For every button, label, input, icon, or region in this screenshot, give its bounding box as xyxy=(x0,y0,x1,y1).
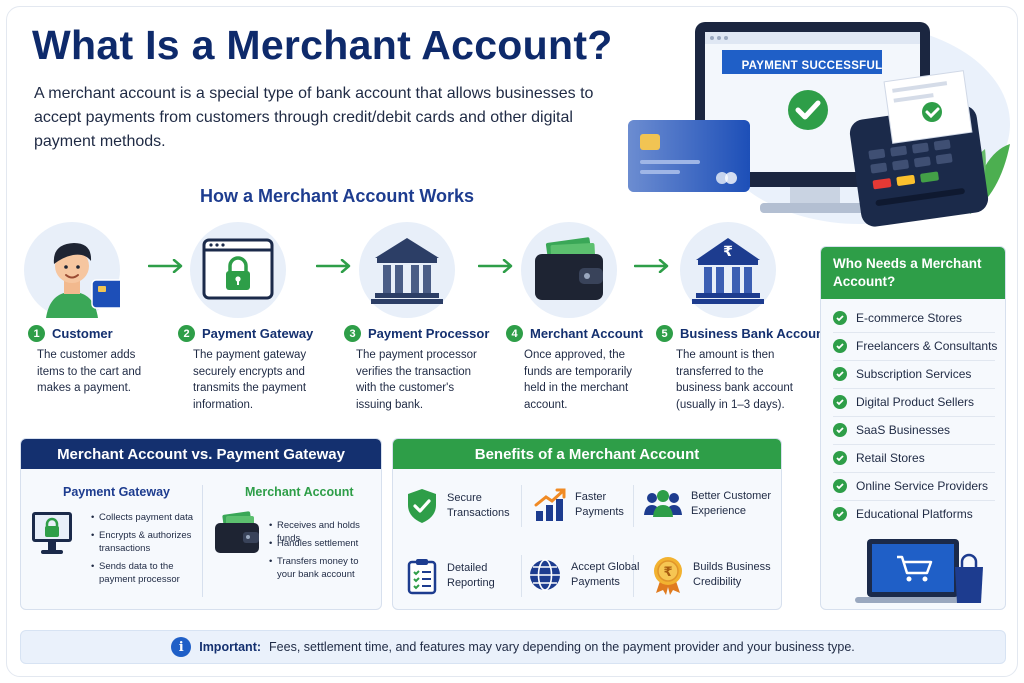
globe-icon xyxy=(530,559,560,591)
gateway-point-1: Collects payment data xyxy=(91,511,209,524)
who-item: Online Service Providers xyxy=(833,479,988,493)
merchant-point-3: Transfers money to your bank account xyxy=(269,555,377,581)
comparison-card: Merchant Account vs. Payment Gateway Pay… xyxy=(20,438,382,610)
benefit-global: Accept Global Payments xyxy=(527,557,647,593)
who-item: SaaS Businesses xyxy=(833,423,950,437)
step-1-heading: 1 Customer xyxy=(28,325,113,342)
check-icon xyxy=(833,311,847,325)
step-4-description: Once approved, the funds are temporarily… xyxy=(524,349,633,411)
benefit-divider xyxy=(521,485,522,527)
step-4-heading: 4 Merchant Account xyxy=(506,325,643,342)
who-item: Subscription Services xyxy=(833,367,971,381)
step-3-heading: 3 Payment Processor xyxy=(344,325,489,342)
step-title: Customer xyxy=(52,326,113,341)
step-number: 3 xyxy=(344,325,361,342)
note-label: Important: xyxy=(199,640,262,654)
step-2-description: The payment gateway securely encrypts an… xyxy=(193,349,307,411)
step-number: 5 xyxy=(656,325,673,342)
step-2-heading: 2 Payment Gateway xyxy=(178,325,313,342)
who-divider xyxy=(833,472,995,473)
benefit-reporting: Detailed Reporting xyxy=(405,557,517,595)
page-title: What Is a Merchant Account? xyxy=(32,22,613,68)
who-divider xyxy=(833,388,995,389)
who-divider xyxy=(833,444,995,445)
people-icon xyxy=(644,490,682,517)
note-text: Fees, settlement time, and features may … xyxy=(269,640,855,654)
step-number: 1 xyxy=(28,325,45,342)
who-divider xyxy=(833,360,995,361)
how-it-works-title: How a Merchant Account Works xyxy=(200,186,475,206)
svg-text:₹: ₹ xyxy=(663,565,672,580)
flow-arrow-2 xyxy=(316,259,351,273)
flow-arrow-1 xyxy=(148,259,183,273)
svg-text:₹: ₹ xyxy=(723,244,733,260)
who-divider xyxy=(833,332,995,333)
important-note: i Important: Fees, settlement time, and … xyxy=(20,630,1006,664)
step-number: 2 xyxy=(178,325,195,342)
benefit-customer-experience: Better Customer Experience xyxy=(643,487,783,521)
check-icon xyxy=(833,367,847,381)
check-icon xyxy=(833,479,847,493)
gateway-monitor-icon xyxy=(32,512,72,554)
growth-chart-icon xyxy=(534,488,566,521)
step-title: Payment Processor xyxy=(368,326,490,341)
bank-icon xyxy=(359,222,455,318)
step-title: Merchant Account xyxy=(530,326,643,341)
comparison-title: Merchant Account vs. Payment Gateway xyxy=(21,439,381,469)
step-3-description: The payment processor verifies the trans… xyxy=(356,349,477,411)
rupee-badge-icon: ₹ xyxy=(654,557,682,595)
who-item: Retail Stores xyxy=(833,451,925,465)
check-icon xyxy=(833,451,847,465)
benefits-card: Benefits of a Merchant Account Secure Tr… xyxy=(392,438,782,610)
hero-illustration: PAYMENT SUCCESSFUL xyxy=(610,14,1020,232)
who-item: E-commerce Stores xyxy=(833,311,962,325)
merchant-wallet-icon xyxy=(215,511,259,553)
customer-icon xyxy=(24,222,137,318)
benefit-secure: Secure Transactions xyxy=(405,487,523,525)
laptop-shopping-icon xyxy=(855,539,983,603)
shield-check-icon xyxy=(408,489,436,523)
benefits-title: Benefits of a Merchant Account xyxy=(393,439,781,469)
check-icon xyxy=(833,423,847,437)
step-number: 4 xyxy=(506,325,523,342)
who-item: Freelancers & Consultants xyxy=(833,339,997,353)
benefit-credibility: ₹ Builds Business Credibility xyxy=(651,555,777,595)
benefit-divider xyxy=(633,555,634,597)
benefit-divider xyxy=(633,485,634,527)
check-icon xyxy=(833,339,847,353)
step-5-description: The amount is then transferred to the bu… xyxy=(676,349,793,411)
who-item: Educational Platforms xyxy=(833,507,973,521)
step-title: Payment Gateway xyxy=(202,326,314,341)
payment-success-banner: PAYMENT SUCCESSFUL xyxy=(741,60,883,72)
gateway-point-2: Encrypts & authorizes transactions xyxy=(91,529,199,555)
wallet-icon xyxy=(521,222,617,318)
benefit-divider xyxy=(521,555,522,597)
who-item: Digital Product Sellers xyxy=(833,395,974,409)
benefit-faster: Faster Payments xyxy=(533,487,641,523)
info-icon: i xyxy=(171,637,192,657)
rupee-bank-icon: ₹ xyxy=(680,222,776,318)
step-title: Business Bank Account xyxy=(680,326,829,341)
gateway-column-title: Payment Gateway xyxy=(63,485,170,499)
gateway-point-3: Sends data to the payment processor xyxy=(91,560,199,586)
who-divider xyxy=(833,500,995,501)
secure-browser-icon xyxy=(190,222,286,318)
merchant-column-title: Merchant Account xyxy=(245,485,354,499)
merchant-point-2: Handles settlement xyxy=(269,537,387,550)
who-divider xyxy=(833,416,995,417)
flow-arrow-3 xyxy=(478,259,513,273)
step-1-description: The customer adds items to the cart and … xyxy=(37,349,142,394)
intro-text: A merchant account is a special type of … xyxy=(34,85,594,150)
check-icon xyxy=(833,507,847,521)
who-needs-title: Who Needs a Merchant Account? xyxy=(821,247,1005,299)
check-icon xyxy=(833,395,847,409)
clipboard-icon xyxy=(407,559,437,595)
step-5-heading: 5 Business Bank Account xyxy=(656,325,828,342)
who-needs-card: Who Needs a Merchant Account? E-commerce… xyxy=(820,246,1006,610)
comparison-divider xyxy=(202,485,203,597)
flow-arrow-4 xyxy=(634,259,669,273)
